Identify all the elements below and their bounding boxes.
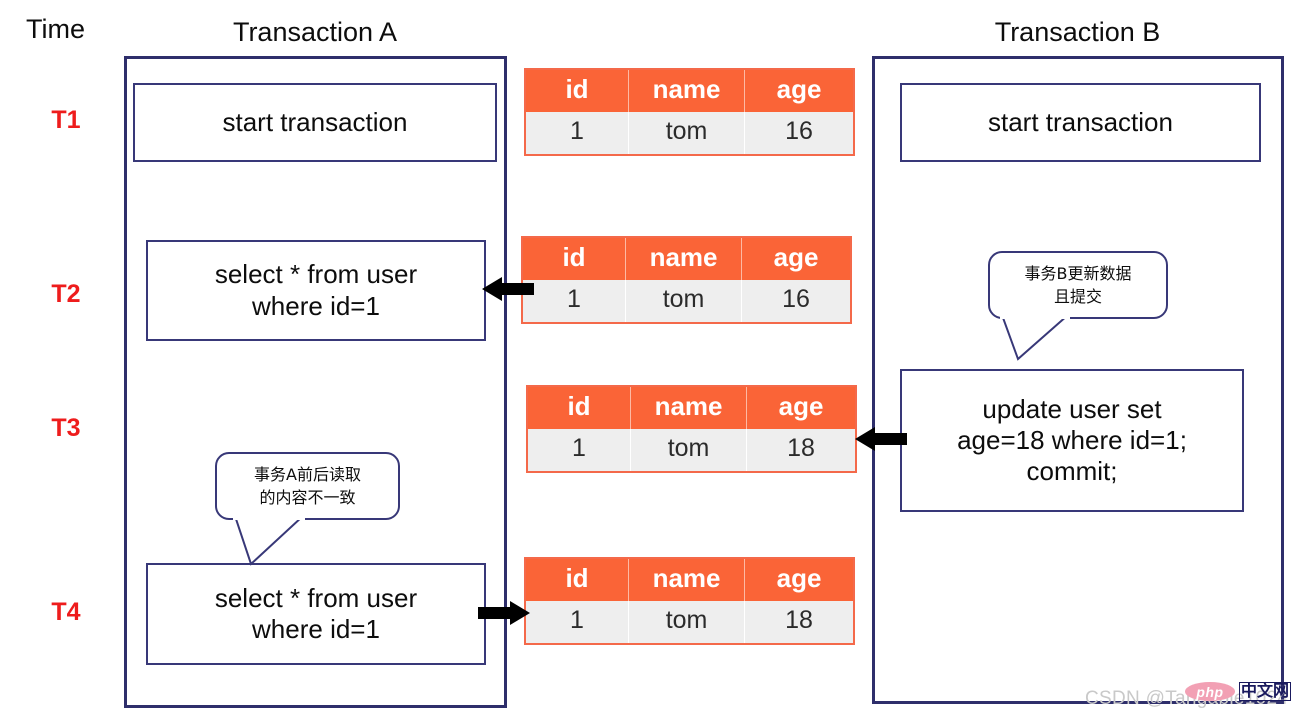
time-tick-t4: T4 — [51, 598, 81, 626]
cell-name: tom — [629, 112, 746, 154]
statement-box-b-t3: update user set age=18 where id=1; commi… — [900, 369, 1244, 512]
time-tick-t2: T2 — [51, 280, 81, 308]
cell-age: 18 — [785, 606, 813, 634]
table-row: 1 tom 18 — [526, 601, 853, 643]
cell-name: tom — [631, 429, 748, 471]
callout-bubble: 事务A前后读取 的内容不一致 — [215, 452, 400, 520]
time-column-label: Time — [26, 14, 85, 44]
callout-bubble: 事务B更新数据 且提交 — [988, 251, 1168, 319]
arrow-left-icon-t3 — [855, 427, 907, 451]
cell-name: tom — [629, 601, 746, 643]
column-header-id: id — [523, 238, 626, 280]
callout-tail — [229, 516, 309, 566]
table-row: 1 tom 18 — [528, 429, 855, 471]
transaction-a-lane — [124, 56, 507, 708]
php-cn-label: 中文网 — [1239, 681, 1292, 701]
column-header-id: id — [526, 559, 629, 601]
cell-id: 1 — [528, 429, 631, 471]
data-table-t2: id name age 1 tom 16 — [521, 236, 852, 324]
column-header-name: name — [629, 70, 746, 112]
callout-line-2: 且提交 — [1053, 287, 1102, 306]
callout-tail — [996, 315, 1076, 361]
arrow-right-icon-t4 — [478, 601, 530, 625]
table-row: 1 tom 16 — [526, 112, 853, 154]
data-table-t4: id name age 1 tom 18 — [524, 557, 855, 645]
column-header-age: age — [776, 563, 822, 593]
column-header-id: id — [528, 387, 631, 429]
transaction-b-title: Transaction B — [994, 17, 1161, 47]
cell-id: 1 — [526, 112, 629, 154]
statement-box-b-t1: start transaction — [900, 83, 1261, 162]
cell-name: tom — [626, 280, 743, 322]
time-tick-t3: T3 — [51, 414, 81, 442]
data-table-t1: id name age 1 tom 16 — [524, 68, 855, 156]
cell-id: 1 — [523, 280, 626, 322]
cell-age: 16 — [785, 117, 813, 145]
data-table-t3: id name age 1 tom 18 — [526, 385, 857, 473]
column-header-age: age — [776, 74, 822, 104]
cell-id: 1 — [526, 601, 629, 643]
statement-box-a-t2: select * from user where id=1 — [146, 240, 486, 341]
cell-age: 16 — [782, 285, 810, 313]
callout-line-2: 的内容不一致 — [259, 488, 356, 507]
callout-transaction-a-note: 事务A前后读取 的内容不一致 — [215, 452, 410, 567]
table-header-row: id name age — [528, 387, 855, 429]
php-pill-icon: php — [1185, 682, 1235, 701]
column-header-name: name — [626, 238, 743, 280]
cell-age: 18 — [787, 434, 815, 462]
column-header-name: name — [631, 387, 748, 429]
column-header-age: age — [778, 391, 824, 421]
transaction-a-title: Transaction A — [232, 17, 398, 47]
table-header-row: id name age — [526, 70, 853, 112]
column-header-name: name — [629, 559, 746, 601]
arrow-left-icon-t2 — [482, 277, 534, 301]
transaction-b-lane — [872, 56, 1284, 704]
callout-transaction-b-note: 事务B更新数据 且提交 — [988, 251, 1173, 361]
statement-box-a-t4: select * from user where id=1 — [146, 563, 486, 665]
table-row: 1 tom 16 — [523, 280, 850, 322]
table-header-row: id name age — [523, 238, 850, 280]
column-header-id: id — [526, 70, 629, 112]
column-header-age: age — [773, 242, 819, 272]
php-logo-badge: php 中文网 — [1185, 681, 1292, 701]
callout-line-1: 事务A前后读取 — [254, 464, 361, 484]
callout-line-1: 事务B更新数据 — [1024, 263, 1132, 283]
statement-box-a-t1: start transaction — [133, 83, 497, 162]
time-tick-t1: T1 — [51, 106, 81, 134]
watermark-text: CSDN @Tangable1024 — [1085, 688, 1289, 709]
table-header-row: id name age — [526, 559, 853, 601]
